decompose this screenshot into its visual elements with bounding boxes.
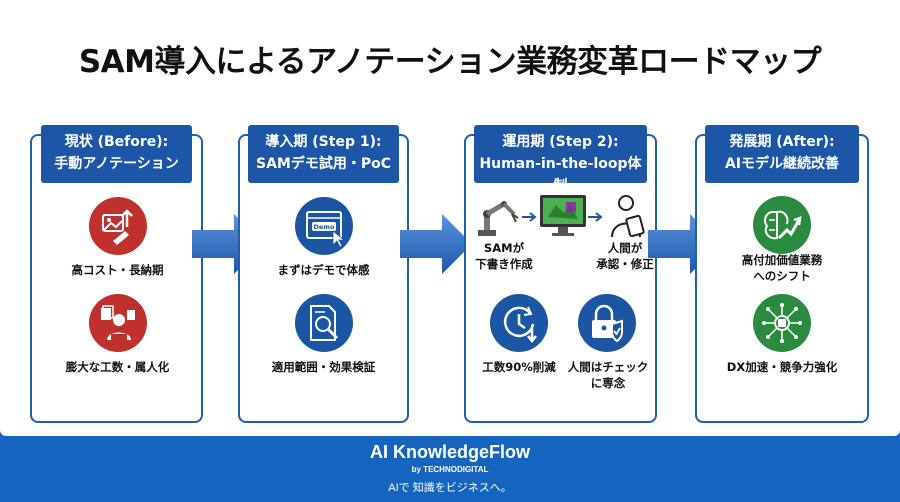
phase-step2-heading-line2: Human-in-the-loop体制 xyxy=(479,156,642,194)
phase-after-item-1-label: 高付加価値業務 へのシフト xyxy=(708,252,856,284)
phase-after-heading-line1: 発展期 (After): xyxy=(729,134,835,150)
demo-text: Demo xyxy=(313,223,335,231)
ai-chip-network-icon xyxy=(753,294,811,352)
phase-before-heading-line2: 手動アノテーション xyxy=(54,156,179,172)
after-item-1-line1: 高付加価値業務 xyxy=(741,253,823,267)
roadmap-canvas: SAM導入によるアノテーション業務変革ロードマップ 現状 (Before): 手… xyxy=(0,0,900,436)
footer-tagline: AIで 知識をビジネスへ。 xyxy=(388,482,512,494)
flow-1-line2: 下書き作成 xyxy=(475,257,533,271)
manual-drawing-cost-icon xyxy=(89,197,147,255)
phase-before-header: 現状 (Before): 手動アノテーション xyxy=(41,125,192,183)
phase-before-item-1-label: 高コスト・長納期 xyxy=(71,263,164,277)
footer-brand: AI KnowledgeFlow xyxy=(370,442,530,462)
phase-step2-flow-1-label: SAMが 下書き作成 xyxy=(474,240,534,272)
phase-step2-heading-line1: 運用期 (Step 2): xyxy=(502,134,619,150)
item-2-line2: に専念 xyxy=(590,376,626,390)
brain-growth-icon xyxy=(753,196,811,254)
overworked-person-icon xyxy=(89,294,147,352)
robot-arm-icon xyxy=(478,201,519,236)
footer-by: by TECHNODIGITAL xyxy=(411,465,489,474)
person-tablet-icon xyxy=(611,195,645,238)
phase-step2-flow-3-label: 人間が 承認・修正 xyxy=(590,240,660,272)
flow-arrow-icon xyxy=(588,212,603,222)
phase-after-item-2-label: DX加速・競争力強化 xyxy=(726,360,838,374)
phase-before-heading-line1: 現状 (Before): xyxy=(64,134,169,150)
flow-1-line1: SAMが xyxy=(483,241,525,255)
document-magnifier-icon xyxy=(295,294,353,352)
demo-screen-icon: Demo xyxy=(295,197,353,255)
phase-step1-item-2-label: 適用範囲・効果検証 xyxy=(271,360,376,374)
phase-step2-item-2-label: 人間はチェック に専念 xyxy=(562,359,654,391)
phase-step2-item-1-label: 工数90%削減 xyxy=(482,360,556,374)
flow-3-line1: 人間が xyxy=(607,241,643,255)
phase-after-header: 発展期 (After): AIモデル継続改善 xyxy=(705,125,859,183)
phase-step1-heading-line2: SAMデモ試用・PoC xyxy=(255,156,391,172)
arrow-right-icon xyxy=(400,214,472,274)
after-item-1-line2: へのシフト xyxy=(753,269,811,283)
lock-shield-icon xyxy=(578,294,636,352)
phase-step2-header: 運用期 (Step 2): Human-in-the-loop体制 xyxy=(474,125,647,194)
item-2-line1: 人間はチェック xyxy=(567,360,649,374)
page-title: SAM導入によるアノテーション業務変革ロードマップ xyxy=(78,44,822,80)
flow-3-line2: 承認・修正 xyxy=(596,257,654,271)
phase-after-heading-line2: AIモデル継続改善 xyxy=(724,156,840,172)
phase-step1-header: 導入期 (Step 1): SAMデモ試用・PoC xyxy=(248,125,399,183)
phase-before-item-2-label: 膨大な工数・属人化 xyxy=(65,360,170,374)
flow-arrow-icon xyxy=(522,212,537,222)
phase-step1-heading-line1: 導入期 (Step 1): xyxy=(265,134,382,150)
clock-reduction-icon xyxy=(490,294,548,352)
phase-step1-item-1-label: まずはデモで体感 xyxy=(277,263,370,277)
monitor-segmentation-icon xyxy=(540,195,586,236)
